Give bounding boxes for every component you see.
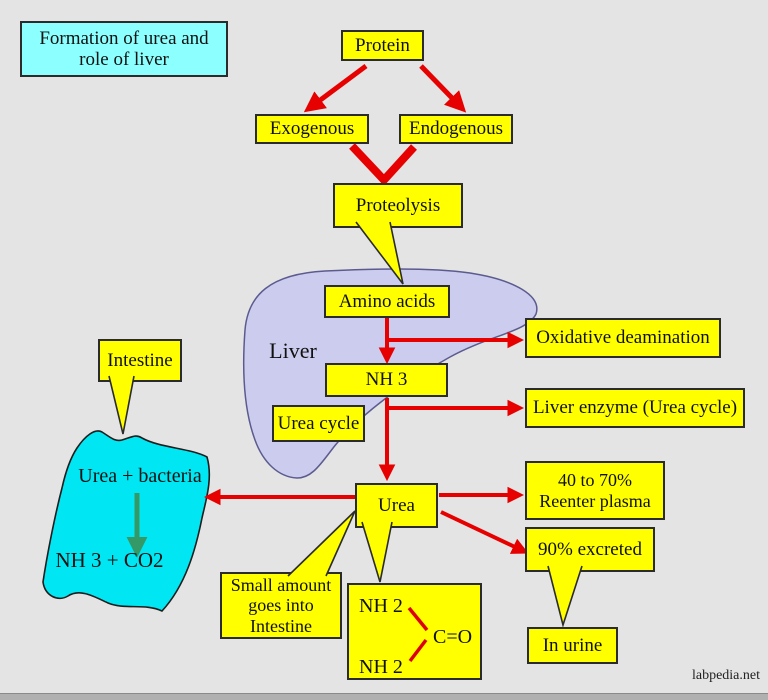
node-urea: Urea [355,483,438,528]
node-reenter-plasma: 40 to 70% Reenter plasma [525,461,665,520]
node-nh3: NH 3 [325,363,448,397]
arrow-protein-to-exogenous [303,63,368,113]
node-protein: Protein [341,30,424,61]
pointer-smallamount-to-urea [287,510,356,577]
chem-nh2-top: NH 2 [359,595,403,617]
node-oxidative-deamination: Oxidative deamination [525,318,721,358]
node-excreted: 90% excreted [525,527,655,572]
liver-label: Liver [269,338,317,363]
node-proteolysis: Proteolysis [333,183,463,228]
node-amino-acids: Amino acids [324,285,450,318]
pointer-proteolysis-to-aminoacids [355,221,404,285]
intestine-nh3-co2-label: NH 3 + CO2 [55,548,164,572]
arrow-urea-to-excreted [440,510,529,554]
bottom-border-strip [0,693,768,700]
intestine-urea-bacteria-label: Urea + bacteria [78,465,202,487]
chem-nh2-bottom: NH 2 [359,656,403,678]
pointer-intestinelabel-to-intestine [108,375,135,435]
chem-carbonyl: C=O [433,626,473,648]
pointer-excreted-to-inurine [547,565,583,628]
arrow-protein-to-endogenous [419,64,467,113]
watermark: labpedia.net [691,668,760,683]
node-urea-structure: NH 2 NH 2 C=O [347,583,482,680]
diagram-title: Formation of urea and role of liver [20,21,228,77]
node-endogenous: Endogenous [399,114,513,144]
node-in-urine: In urine [527,627,618,664]
node-intestine-label: Intestine [98,339,182,382]
arrow-merge-to-proteolysis [349,143,417,186]
node-small-amount: Small amount goes into Intestine [220,572,342,639]
node-exogenous: Exogenous [255,114,369,144]
intestine-shape [42,430,211,612]
pointer-urea-to-structure [361,521,393,583]
node-liver-enzyme: Liver enzyme (Urea cycle) [525,388,745,428]
node-urea-cycle: Urea cycle [272,405,365,442]
